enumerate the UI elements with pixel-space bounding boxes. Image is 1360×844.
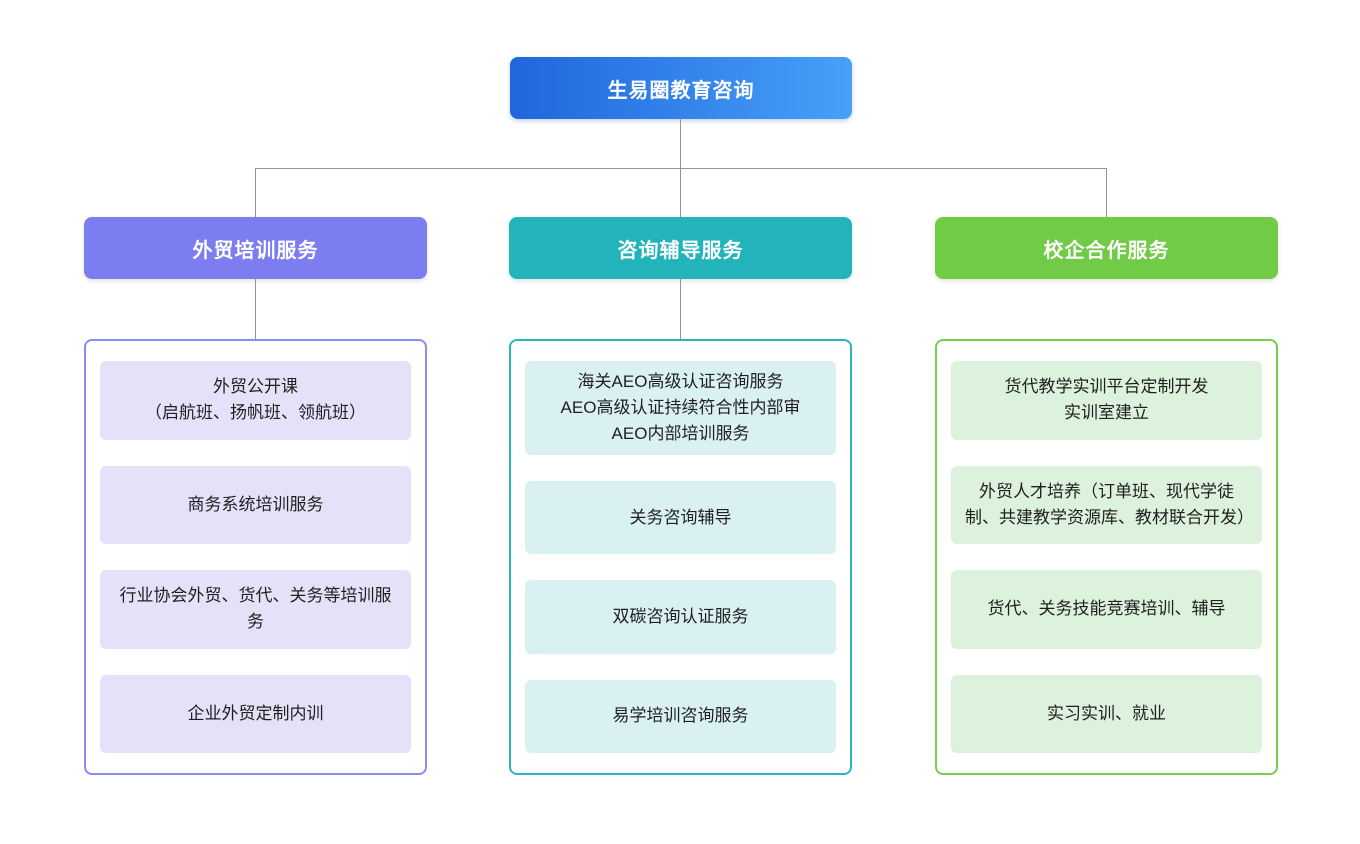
branch-header-node[interactable]: 外贸培训服务 [84, 217, 427, 339]
branch-school-enterprise-cooperation: 校企合作服务 货代教学实训平台定制开发 实训室建立 外贸人才培养（订单班、现代学… [935, 217, 1278, 775]
branch-item[interactable]: 企业外贸定制内训 [100, 674, 411, 753]
branch-item-label: 海关AEO高级认证咨询服务 AEO高级认证持续符合性内部审 AEO内部培训服务 [560, 372, 801, 443]
branch-item-label: 外贸人才培养（订单班、现代学徒制、共建教学资源库、教材联合开发） [965, 481, 1254, 527]
branch-item-label: 易学培训咨询服务 [612, 706, 749, 726]
branch-item-label: 行业协会外贸、货代、关务等培训服务 [119, 586, 392, 632]
connector-rail [255, 168, 1107, 169]
header-to-box-connector [680, 279, 681, 339]
branch-item-label: 企业外贸定制内训 [187, 703, 324, 723]
branch-header-label: 校企合作服务 [1043, 239, 1170, 262]
branch-item[interactable]: 关务咨询辅导 [525, 481, 836, 555]
branch-foreign-trade-training: 外贸培训服务 外贸公开课 （启航班、扬帆班、领航班） 商务系统培训服务 行业协会… [84, 217, 427, 775]
header-to-box-connector [255, 279, 256, 339]
branch-item-label: 商务系统培训服务 [187, 494, 324, 514]
branch-item-label: 双碳咨询认证服务 [612, 606, 749, 626]
root-node-label: 生易圈教育咨询 [607, 79, 755, 102]
branch-item-label: 外贸公开课 （启航班、扬帆班、领航班） [145, 377, 366, 423]
connector-drop-middle [680, 168, 681, 217]
branch-item[interactable]: 行业协会外贸、货代、关务等培训服务 [100, 570, 411, 649]
branch-item[interactable]: 双碳咨询认证服务 [525, 580, 836, 654]
branch-item[interactable]: 货代教学实训平台定制开发 实训室建立 [951, 361, 1262, 440]
branch-header-node[interactable]: 咨询辅导服务 [509, 217, 852, 339]
branch-item[interactable]: 外贸公开课 （启航班、扬帆班、领航班） [100, 361, 411, 440]
branch-header-node[interactable]: 校企合作服务 [935, 217, 1278, 279]
branch-item[interactable]: 实习实训、就业 [951, 674, 1262, 753]
branch-items-box: 外贸公开课 （启航班、扬帆班、领航班） 商务系统培训服务 行业协会外贸、货代、关… [84, 339, 427, 775]
branch-header-label: 外贸培训服务 [192, 239, 319, 262]
branch-item-label: 实习实训、就业 [1047, 703, 1166, 723]
connector-drop-left [255, 168, 256, 217]
branch-header-label: 咨询辅导服务 [617, 239, 744, 262]
root-node[interactable]: 生易圈教育咨询 [510, 57, 852, 119]
connector-drop-right [1106, 168, 1107, 217]
branch-item-label: 货代教学实训平台定制开发 实训室建立 [1004, 377, 1209, 423]
branch-items-box: 货代教学实训平台定制开发 实训室建立 外贸人才培养（订单班、现代学徒制、共建教学… [935, 339, 1278, 775]
connector-root-down [680, 119, 681, 168]
branch-item[interactable]: 商务系统培训服务 [100, 465, 411, 544]
branch-item[interactable]: 海关AEO高级认证咨询服务 AEO高级认证持续符合性内部审 AEO内部培训服务 [525, 361, 836, 455]
branch-item-label: 货代、关务技能竞赛培训、辅导 [987, 599, 1226, 619]
branch-item[interactable]: 易学培训咨询服务 [525, 679, 836, 753]
branch-consulting-coaching: 咨询辅导服务 海关AEO高级认证咨询服务 AEO高级认证持续符合性内部审 AEO… [509, 217, 852, 775]
branch-item-label: 关务咨询辅导 [629, 507, 732, 527]
branch-item[interactable]: 货代、关务技能竞赛培训、辅导 [951, 570, 1262, 649]
branch-item[interactable]: 外贸人才培养（订单班、现代学徒制、共建教学资源库、教材联合开发） [951, 465, 1262, 544]
branch-items-box: 海关AEO高级认证咨询服务 AEO高级认证持续符合性内部审 AEO内部培训服务 … [509, 339, 852, 775]
